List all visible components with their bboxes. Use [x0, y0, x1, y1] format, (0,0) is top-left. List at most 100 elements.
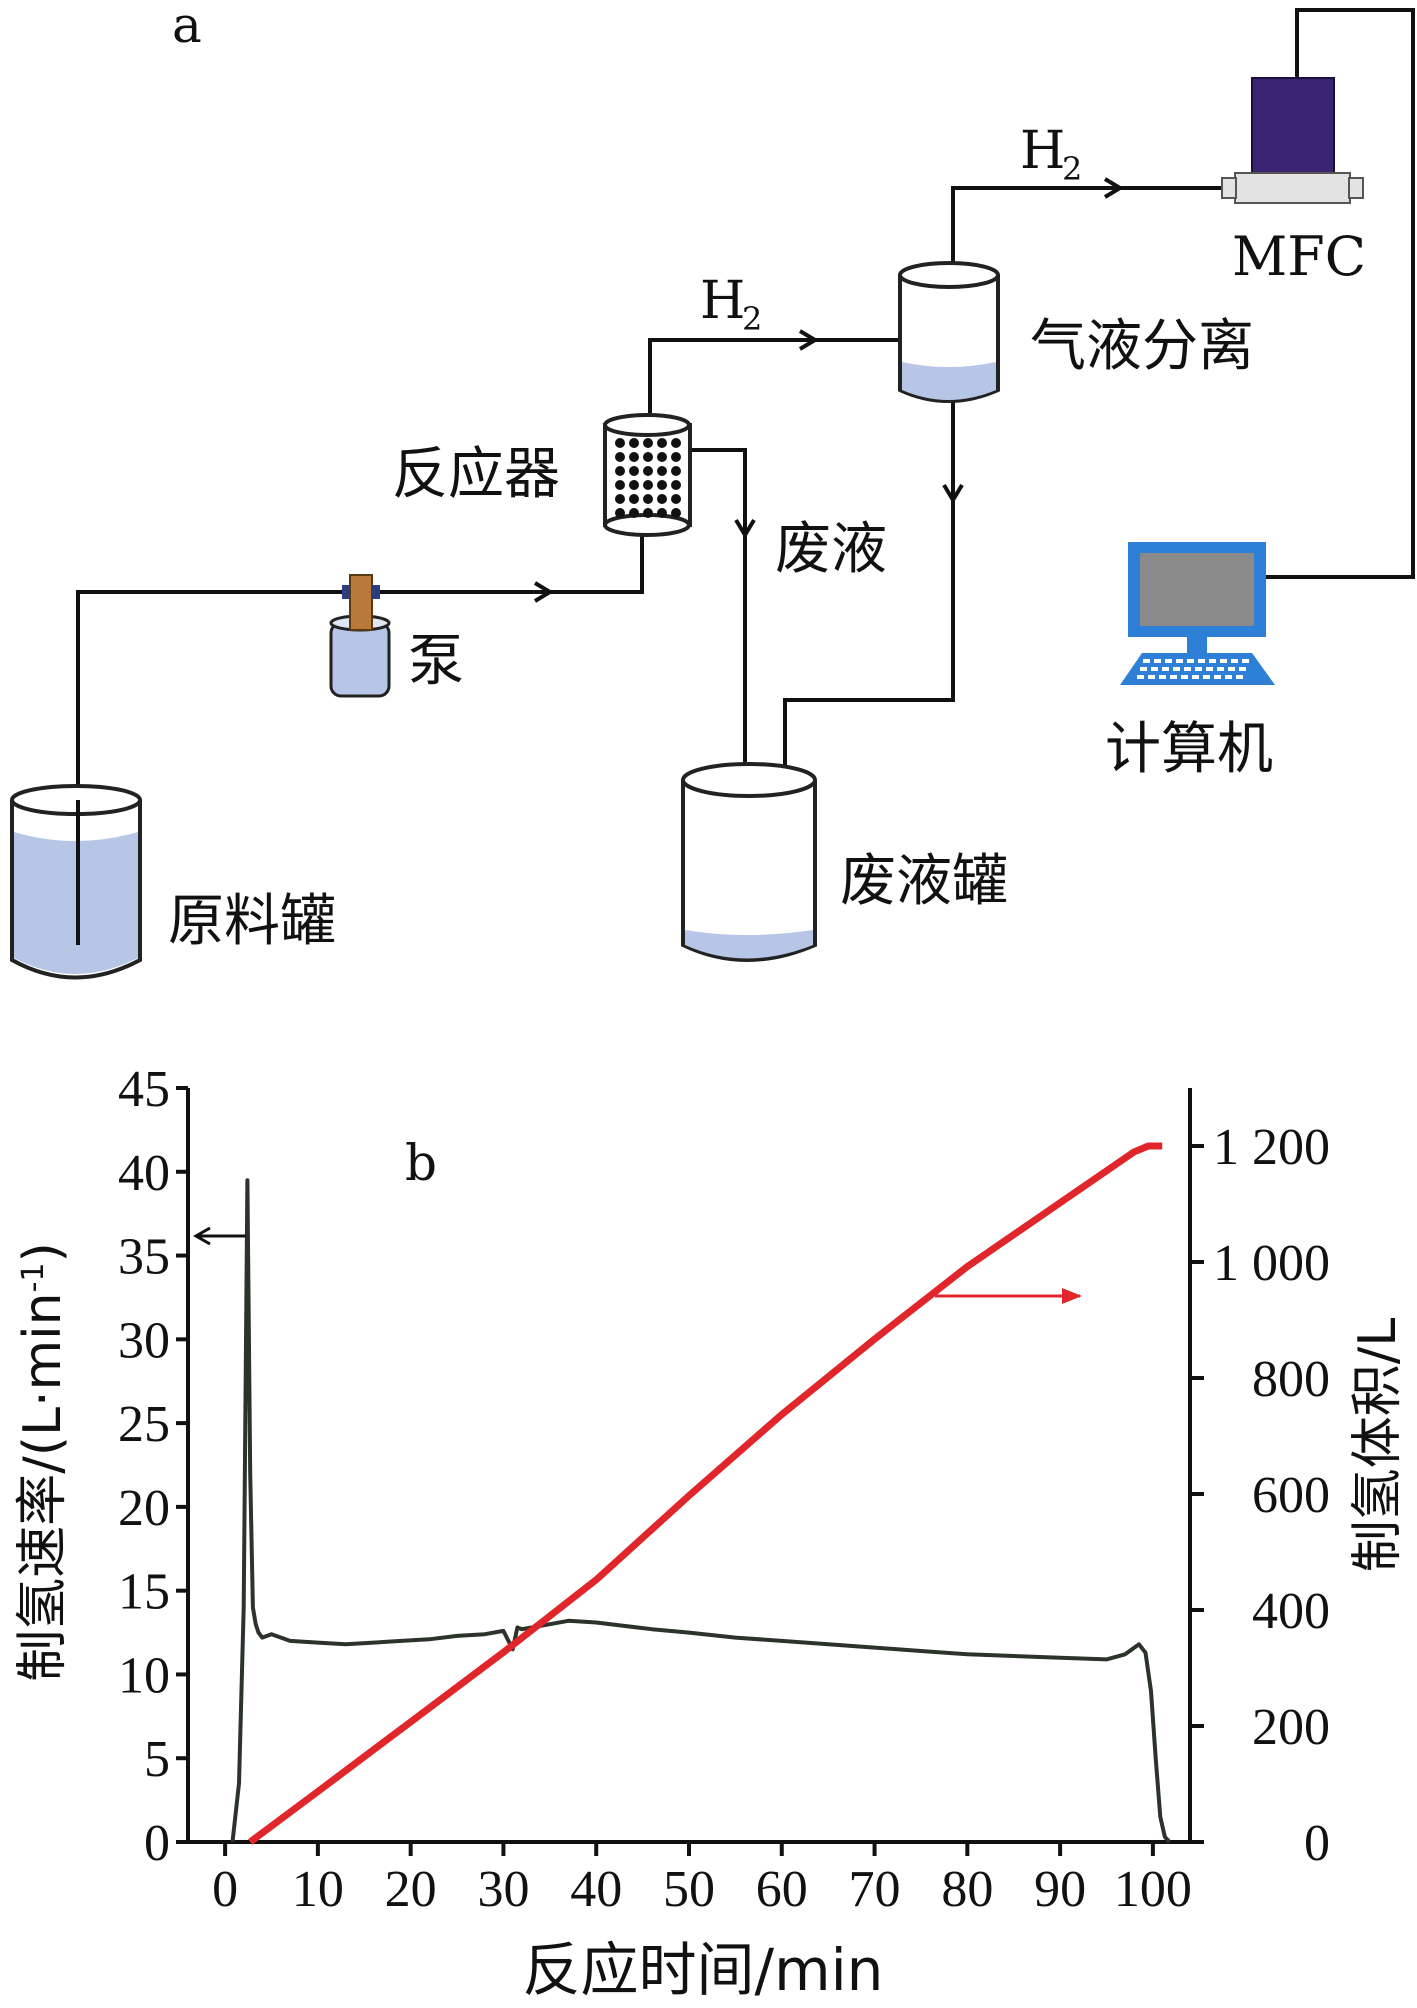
- svg-text:2: 2: [1062, 150, 1082, 188]
- y-right-tick-label: 200: [1252, 1699, 1330, 1756]
- pipe-reactor-to-separator: [648, 338, 905, 425]
- x-tick-label: 60: [756, 1861, 808, 1918]
- separator-label: 气液分离: [1030, 314, 1254, 379]
- computer-label: 计算机: [1105, 717, 1273, 782]
- pipe-separator-to-waste-tank: [783, 398, 955, 780]
- waste-liquid-label: 废液: [775, 517, 887, 582]
- flow-arrows: [533, 177, 1124, 603]
- h2-label-2: H 2: [1020, 121, 1082, 188]
- key: [1184, 667, 1191, 671]
- reactor: [603, 413, 692, 537]
- left-axis-pointer-arrow: [192, 1226, 246, 1246]
- pellet-dot: [629, 438, 639, 448]
- key: [1203, 675, 1210, 679]
- pellet-dot: [615, 438, 625, 448]
- pellet-dot: [671, 452, 681, 462]
- pellet-dot: [643, 452, 653, 462]
- key: [1151, 667, 1158, 671]
- pellet-dot: [657, 466, 667, 476]
- left-axis-title: 制氢速率/(L·min-1): [13, 1242, 73, 1682]
- panel-a-label: a: [172, 0, 202, 54]
- raw-tank-label: 原料罐: [168, 889, 336, 954]
- pellet-dot: [657, 508, 667, 518]
- y-right-tick-label: 0: [1304, 1815, 1330, 1872]
- key: [1217, 667, 1224, 671]
- x-tick-label: 80: [941, 1861, 993, 1918]
- y-left-tick-label: 10: [118, 1647, 170, 1704]
- process-diagram: a 原料罐: [10, 0, 1415, 980]
- y-left-tick-label: 5: [144, 1731, 170, 1788]
- key: [1143, 659, 1150, 663]
- pellet-dot: [629, 452, 639, 462]
- axes: [186, 1088, 1192, 1844]
- key: [1154, 659, 1161, 663]
- x-tick-label: 20: [385, 1861, 437, 1918]
- key: [1206, 667, 1213, 671]
- pellet-dot: [643, 438, 653, 448]
- x-tick-label: 50: [663, 1861, 715, 1918]
- y-left-tick-label: 45: [118, 1061, 170, 1118]
- key: [1242, 659, 1249, 663]
- key: [1176, 659, 1183, 663]
- key: [1239, 667, 1246, 671]
- pellet-dot: [643, 494, 653, 504]
- arrow-h2-2: [1103, 177, 1124, 199]
- right-axis-pointer-arrow: [935, 1288, 1082, 1304]
- y-right-tick-label: 1 200: [1213, 1119, 1330, 1176]
- key: [1214, 675, 1221, 679]
- x-tick-label: 40: [570, 1861, 622, 1918]
- key: [1165, 659, 1172, 663]
- pellet-dot: [643, 480, 653, 490]
- pellet-dot: [671, 438, 681, 448]
- svg-text:2: 2: [742, 300, 762, 338]
- key: [1137, 675, 1144, 679]
- pipe-mfc-to-computer: [1265, 8, 1415, 579]
- pellet-dot: [615, 508, 625, 518]
- key: [1209, 659, 1216, 663]
- svg-text:H: H: [1020, 121, 1065, 181]
- keyboard-keys: [1137, 659, 1249, 679]
- left-axis-title-main: 制氢速率/(L·min: [13, 1292, 73, 1681]
- key: [1170, 675, 1177, 679]
- y-left-tick-label: 15: [118, 1564, 170, 1621]
- pellet-dot: [671, 494, 681, 504]
- pellet-dot: [629, 466, 639, 476]
- y-right-tick-label: 600: [1252, 1467, 1330, 1524]
- y-right-tick-label: 1 000: [1213, 1235, 1330, 1292]
- catalyst-pellets: [615, 438, 681, 518]
- pellet-dot: [643, 466, 653, 476]
- key: [1236, 675, 1243, 679]
- y-left-tick-label: 20: [118, 1480, 170, 1537]
- pellet-dot: [629, 494, 639, 504]
- key: [1181, 675, 1188, 679]
- raw-material-tank: [10, 784, 142, 980]
- pipe-waste-down: [688, 448, 747, 775]
- pipe-network: [76, 8, 1415, 945]
- left-axis-title-sup: -1: [16, 1263, 51, 1293]
- pellet-dot: [629, 480, 639, 490]
- pellet-dot: [657, 494, 667, 504]
- x-tick-label: 0: [212, 1861, 238, 1918]
- pellet-dot: [629, 508, 639, 518]
- pellet-dot: [671, 480, 681, 490]
- svg-text:制氢体积/L: 制氢体积/L: [1348, 1318, 1408, 1573]
- pellet-dot: [657, 452, 667, 462]
- left-axis-title-close: ): [13, 1242, 73, 1262]
- key: [1159, 675, 1166, 679]
- pump: [329, 574, 391, 698]
- pellet-dot: [657, 480, 667, 490]
- key: [1228, 667, 1235, 671]
- gas-liquid-separator: [898, 261, 1000, 403]
- x-tick-label: 70: [849, 1861, 901, 1918]
- x-tick-label: 100: [1114, 1861, 1192, 1918]
- mass-flow-controller: [1221, 77, 1364, 204]
- reactor-label: 反应器: [392, 442, 560, 507]
- svg-text:制氢速率/(L·min-1): 制氢速率/(L·min-1): [13, 1242, 73, 1682]
- key: [1187, 659, 1194, 663]
- x-tick-label: 90: [1034, 1861, 1086, 1918]
- key: [1220, 659, 1227, 663]
- y-left-tick-label: 30: [118, 1312, 170, 1369]
- pellet-dot: [671, 466, 681, 476]
